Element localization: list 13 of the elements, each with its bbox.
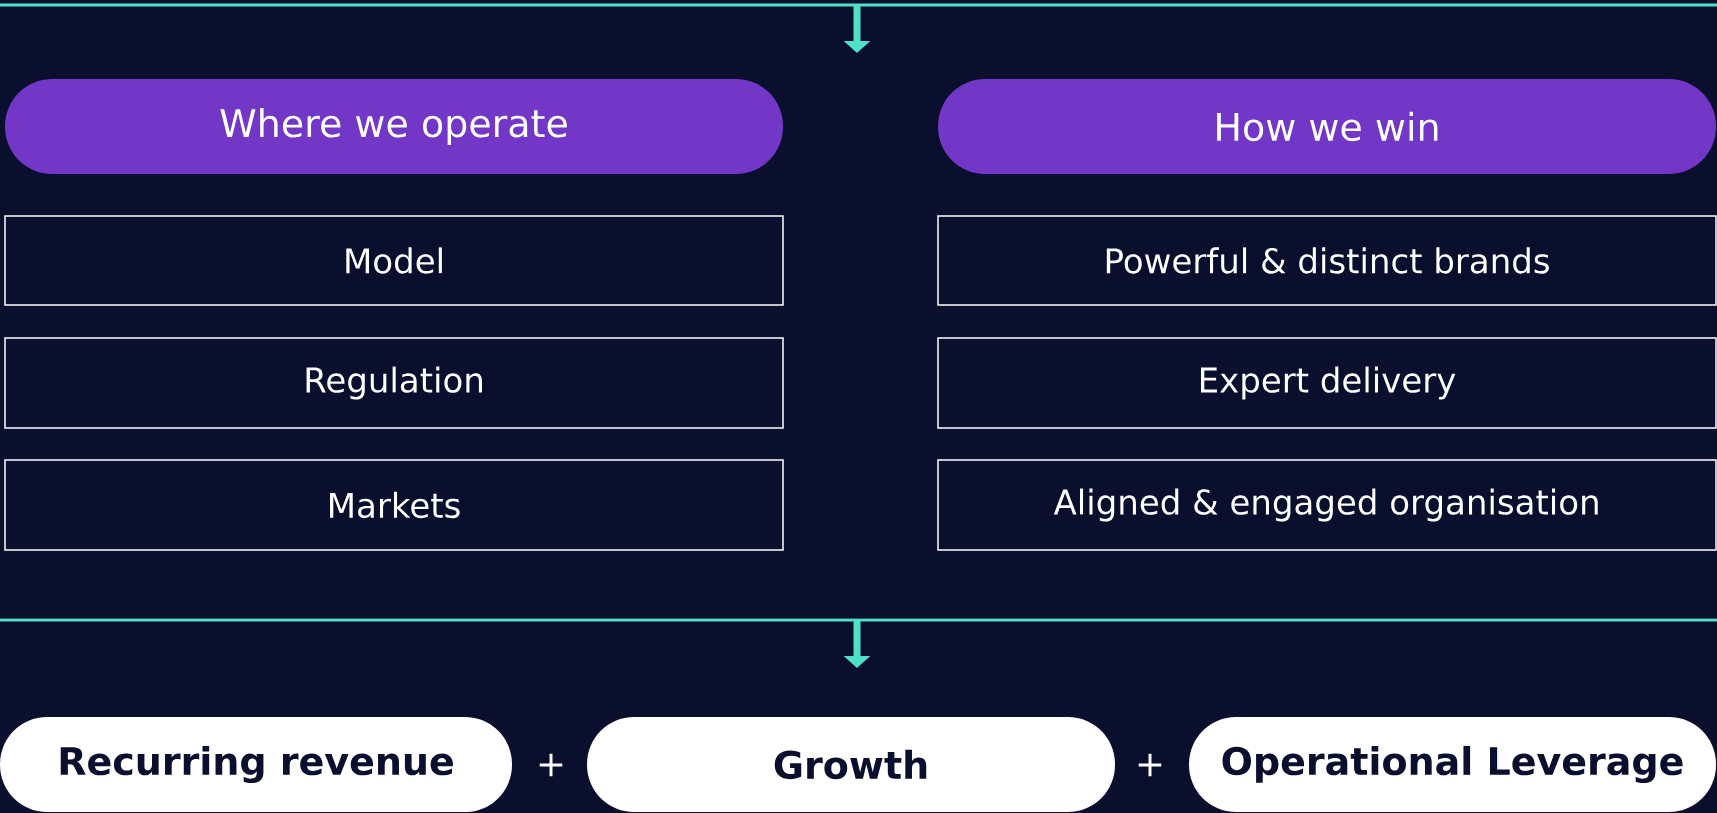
item-box: Regulation (4, 337, 784, 429)
outcome-pill: Operational Leverage (1189, 717, 1716, 812)
outcome-pill: Growth (587, 717, 1115, 812)
item-box: Expert delivery (937, 337, 1717, 429)
item-box: Markets (4, 459, 784, 551)
item-box: Aligned & engaged organisation (937, 459, 1717, 551)
heading-pill: How we win (938, 79, 1716, 174)
heading-pill: Where we operate (5, 79, 783, 174)
plus-sign: + (539, 753, 563, 777)
plus-sign: + (1138, 753, 1162, 777)
item-box: Powerful & distinct brands (937, 215, 1717, 306)
outcome-pill: Recurring revenue (0, 717, 512, 812)
item-box: Model (4, 215, 784, 306)
